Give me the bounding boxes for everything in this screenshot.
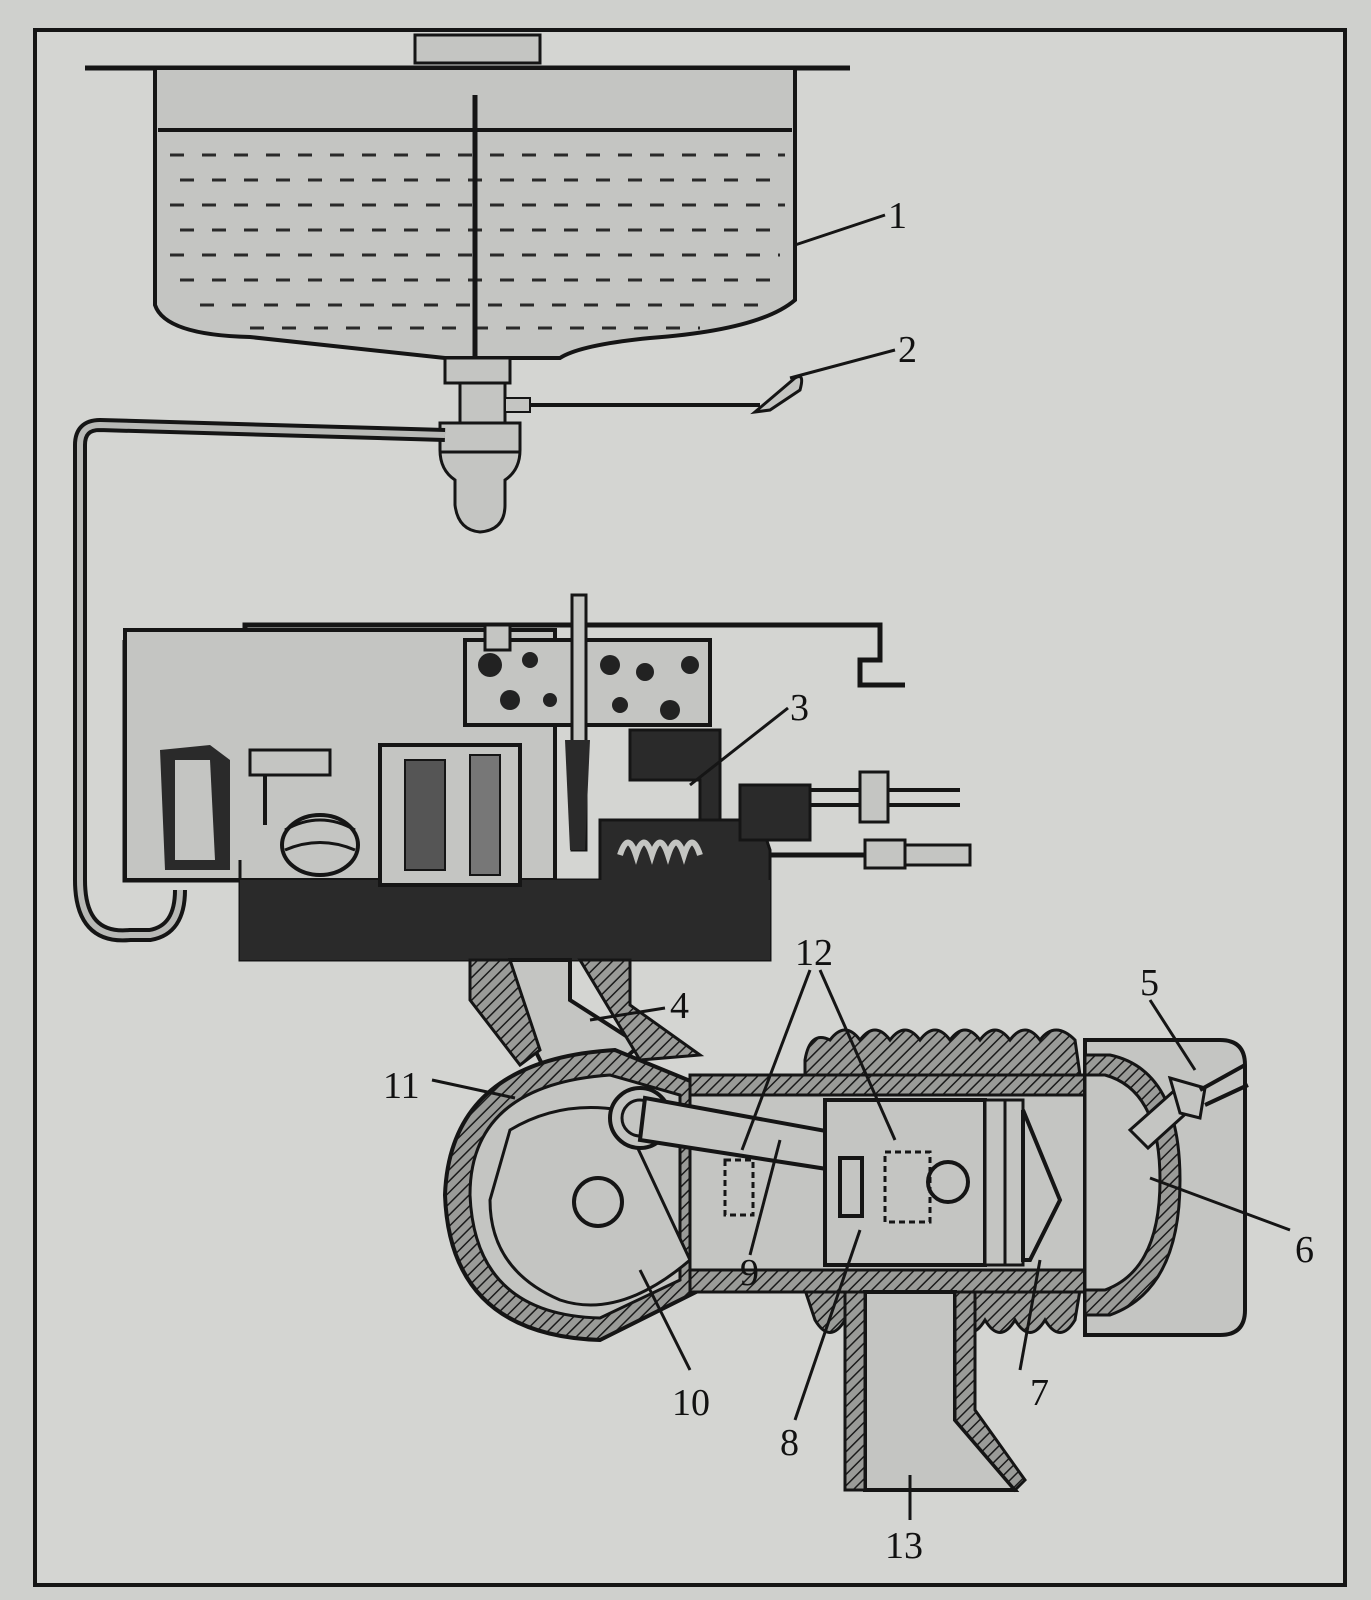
sediment-bowl [438, 421, 522, 534]
port-left [723, 1158, 755, 1217]
piston-deflector [1021, 1109, 1063, 1262]
label-9: 9 [740, 1252, 759, 1294]
spark-plug [1127, 1063, 1249, 1151]
label-8: 8 [780, 1422, 799, 1464]
label-3: 3 [790, 687, 809, 729]
port-window [838, 1156, 864, 1218]
crankshaft [572, 1176, 624, 1228]
float [280, 813, 360, 877]
label-2: 2 [898, 329, 917, 371]
label-13: 13 [885, 1525, 923, 1567]
spring [617, 839, 703, 865]
engine [442, 958, 1249, 1493]
label-10: 10 [672, 1382, 710, 1424]
number-labels: 1 2 3 4 5 6 7 8 9 10 11 12 13 [383, 195, 1314, 1567]
fuel-liquid-dashes [170, 153, 785, 330]
piston-pin [926, 1160, 970, 1204]
carburetor [122, 593, 972, 962]
port-right [883, 1150, 932, 1224]
label-11: 11 [383, 1065, 420, 1107]
label-5: 5 [1140, 962, 1159, 1004]
label-7: 7 [1030, 1372, 1049, 1414]
label-1: 1 [888, 195, 907, 237]
label-12: 12 [795, 932, 833, 974]
leader-lines [431, 213, 1291, 1520]
label-6: 6 [1295, 1229, 1314, 1271]
cylinder-fins [803, 1028, 1082, 1077]
fuel-tank [85, 33, 850, 534]
label-4: 4 [670, 985, 689, 1027]
